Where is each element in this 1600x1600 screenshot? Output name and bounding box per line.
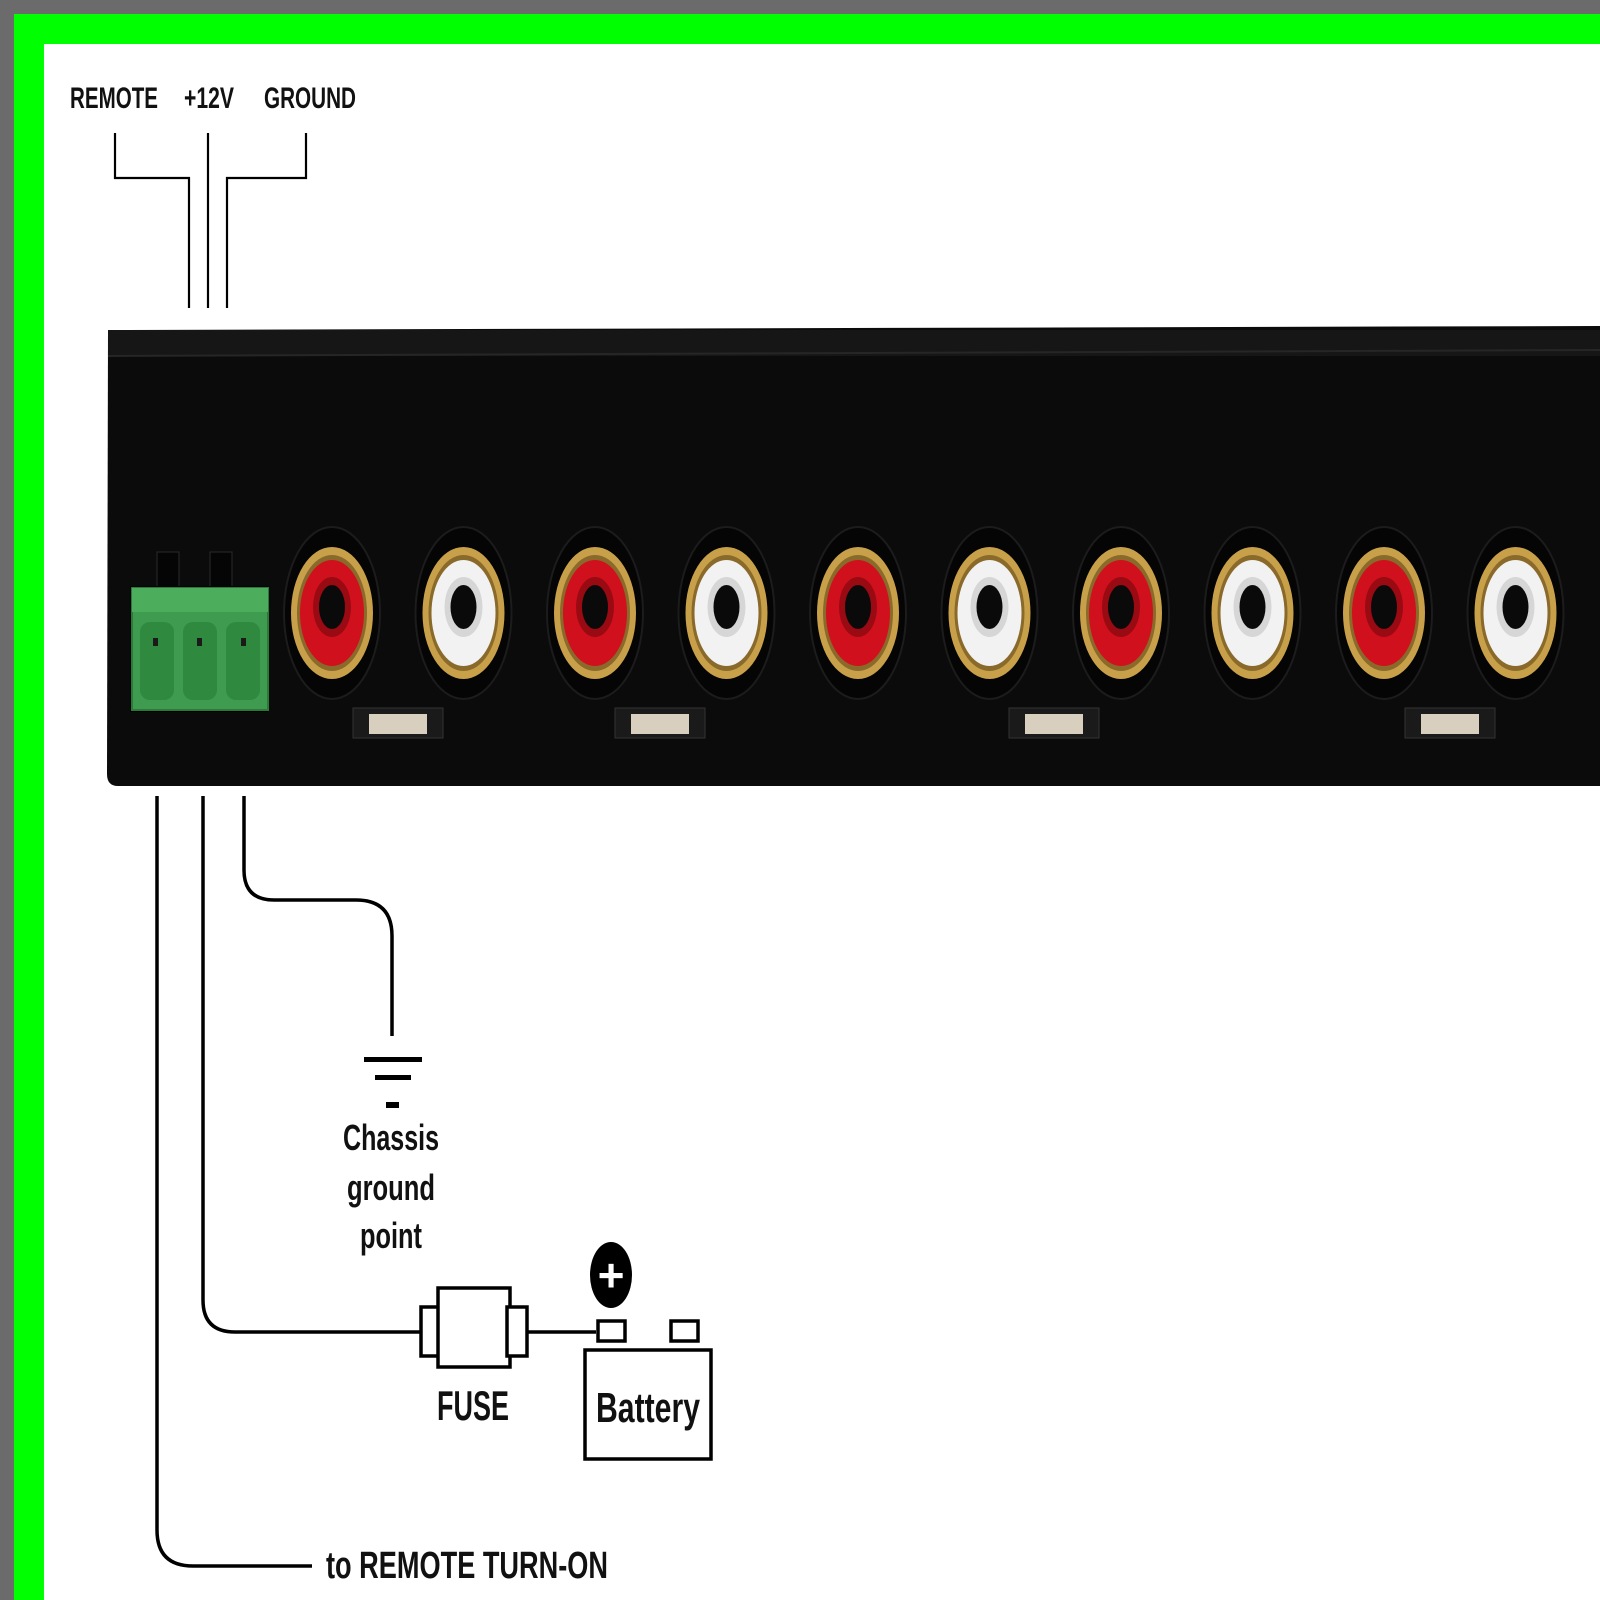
positive-sign: +: [598, 1249, 625, 1301]
rca-jack-red[interactable]: [283, 526, 381, 700]
fuse-label: FUSE: [437, 1382, 509, 1429]
chassis-label-line3: point: [360, 1215, 422, 1256]
chassis-label-line1: Chassis: [343, 1117, 439, 1158]
power-terminal-block[interactable]: [130, 551, 269, 712]
ground-wire: [242, 796, 394, 1036]
rca-jack-white[interactable]: [1466, 526, 1565, 700]
channel-tab-face: [1421, 714, 1479, 734]
remote-turn-on-label: to REMOTE TURN-ON: [326, 1545, 608, 1587]
remote-wire: [155, 796, 312, 1568]
channel-tabs: [352, 707, 1496, 739]
channel-tab-face: [631, 714, 689, 734]
channel-tab-face: [369, 714, 427, 734]
rca-jack-white[interactable]: [677, 526, 776, 700]
battery-icon: [583, 1319, 713, 1461]
ground-label: GROUND: [264, 82, 356, 115]
rca-jack-red[interactable]: [1335, 526, 1433, 700]
battery-label: Battery: [596, 1384, 700, 1431]
rca-jack-white[interactable]: [1203, 526, 1302, 700]
channel-tab-face: [1025, 714, 1083, 734]
power-wire: [201, 796, 420, 1334]
rca-jacks: [283, 526, 1565, 700]
rca-jack-red[interactable]: [546, 526, 644, 700]
remote-label: REMOTE: [70, 82, 158, 115]
fuse-icon: [419, 1286, 596, 1369]
equalizer-device: [107, 326, 1600, 786]
rca-jack-red[interactable]: [1072, 526, 1170, 700]
rca-jack-white[interactable]: [940, 526, 1039, 700]
ground-symbol-icon: [364, 1057, 422, 1108]
diagram-background: [44, 44, 1600, 1600]
rca-jack-red[interactable]: [809, 526, 907, 700]
top-connector-lines: [113, 133, 308, 308]
rca-jack-white[interactable]: [414, 526, 513, 700]
chassis-label-line2: ground: [347, 1167, 435, 1208]
positive-terminal-icon: +: [590, 1242, 632, 1308]
plus12v-label: +12V: [184, 82, 234, 115]
